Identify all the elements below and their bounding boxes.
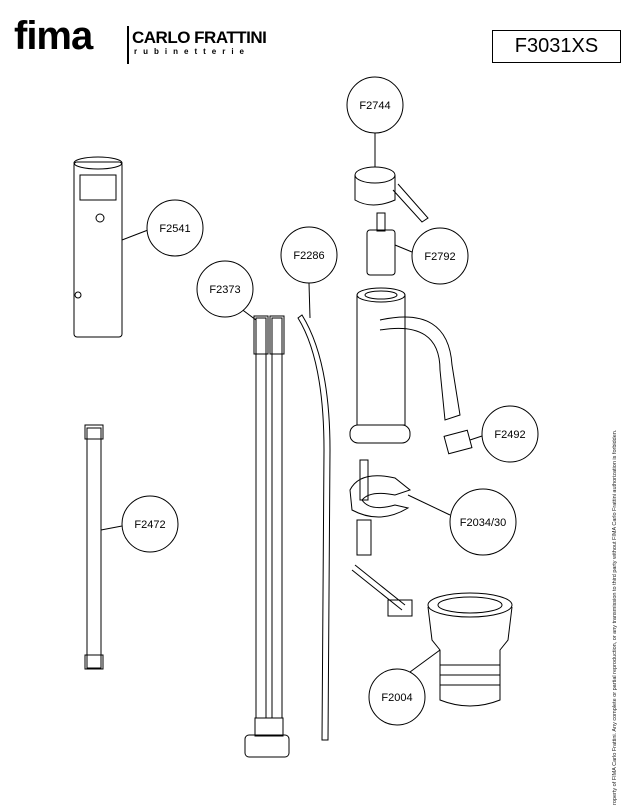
callout-F2373 (196, 260, 254, 318)
waste-drawing (351, 564, 513, 707)
part-code: F2744 (359, 100, 390, 112)
mixer-body-drawing (349, 287, 461, 444)
part-code: F2286 (293, 250, 324, 262)
callout-F2004 (368, 668, 426, 726)
callout-F2034-30 (449, 488, 517, 556)
model-code: F3031XS (492, 30, 621, 63)
callout-F2472 (121, 495, 179, 553)
cartridge-drawing (366, 212, 413, 276)
stud-drawing (84, 424, 123, 670)
part-code: F2034/30 (460, 517, 506, 529)
brand: fima (14, 14, 93, 58)
hoses-drawing (239, 307, 290, 758)
aerator-drawing (443, 429, 483, 455)
fixing-kit-drawing (349, 459, 451, 556)
part-code: F2004 (381, 692, 412, 704)
part-code: F2792 (424, 251, 455, 263)
callout-F2541 (146, 199, 204, 257)
part-code: F2541 (159, 223, 190, 235)
wrench-drawing (73, 156, 149, 338)
part-code: F2492 (494, 429, 525, 441)
callout-F2792 (411, 227, 469, 285)
part-code: F2373 (209, 284, 240, 296)
brand-secondary: CARLO FRATTINI (132, 28, 267, 47)
rod-drawing (297, 282, 331, 741)
handle-drawing (354, 133, 429, 223)
callout-F2744 (346, 76, 404, 134)
part-code: F2472 (134, 519, 165, 531)
brand-sub: rubinetterie (134, 47, 251, 56)
logo-divider (127, 26, 129, 64)
callout-F2286 (280, 226, 338, 284)
callout-F2492 (481, 405, 539, 463)
